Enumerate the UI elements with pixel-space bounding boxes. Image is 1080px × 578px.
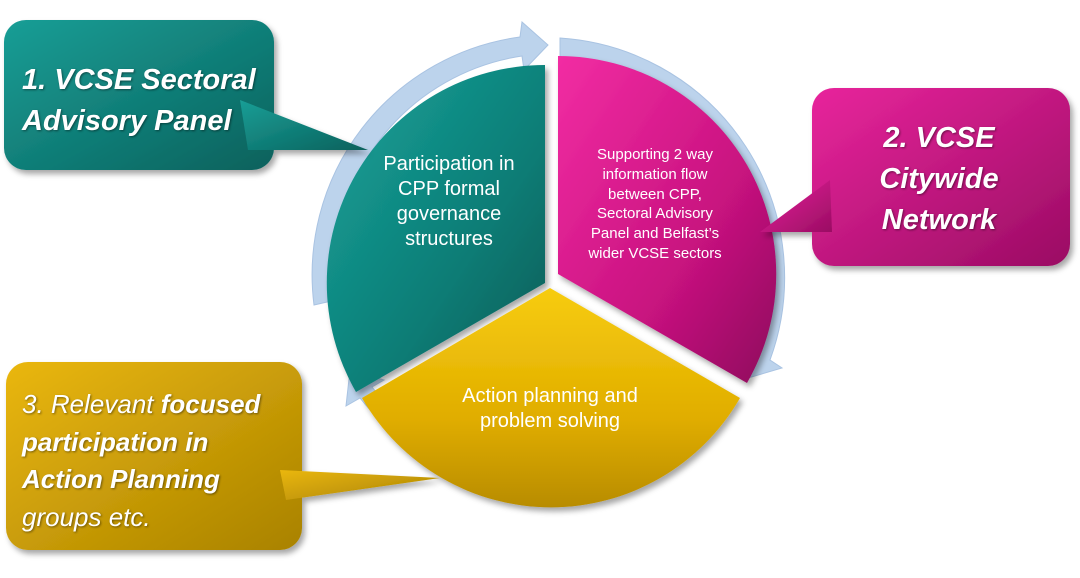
callout-1-line1: 1. VCSE Sectoral: [22, 64, 256, 96]
segment-participation: [326, 64, 545, 392]
segment-action-planning-label: Action planning and problem solving: [430, 384, 670, 434]
callout-3-line2: participation in: [22, 426, 209, 457]
callout-3-line4: groups etc.: [22, 502, 151, 533]
callout-1-line2: Advisory Panel: [22, 105, 232, 138]
segment-participation-line: Participation in: [383, 153, 515, 175]
callout-relevant-focused-participation: [6, 362, 440, 550]
callout-2-label: 2. VCSE Citywide Network: [828, 118, 1050, 242]
segment-participation-label: Participation in CPP formal governance s…: [356, 152, 542, 252]
segment-information-flow: [558, 55, 777, 383]
segment-information-flow-line: Sectoral Advisory: [597, 205, 713, 223]
callout-3-line1-plain: 3. Relevant: [22, 389, 161, 419]
callout-2-line3: Network: [881, 204, 997, 237]
callout-3-line1-bold: focused: [160, 389, 261, 419]
segment-information-flow-line: between CPP,: [608, 185, 702, 203]
callout-2-line2: Citywide: [879, 163, 999, 196]
segment-information-flow-line: information flow: [602, 165, 708, 183]
callout-3-line3: Action Planning: [22, 464, 220, 495]
segment-information-flow-line: Panel and Belfast’s: [590, 225, 720, 243]
callout-2-line1: 2. VCSE: [883, 122, 995, 154]
segment-participation-line: structures: [405, 228, 493, 250]
segment-participation-line: governance: [396, 203, 502, 225]
callout-vcse-citywide-network: [760, 88, 1070, 266]
segment-information-flow-line: Supporting 2 way: [597, 146, 713, 163]
callout-1-label: 1. VCSE Sectoral Advisory Panel: [22, 60, 262, 142]
segment-participation-line: CPP formal: [398, 178, 500, 200]
segment-action-planning: [362, 288, 740, 508]
segment-action-planning-line: problem solving: [479, 410, 621, 432]
segment-information-flow-label: Supporting 2 way information flow betwee…: [566, 145, 744, 264]
callout-vcse-sectoral-advisory-panel: [4, 20, 368, 170]
callout-3-label: 3. Relevant focused participation in Act…: [22, 386, 302, 537]
segment-action-planning-line: Action planning and: [462, 385, 638, 407]
segment-information-flow-line: wider VCSE sectors: [588, 244, 722, 262]
callout-3-line1: 3. Relevant focused: [22, 386, 302, 424]
